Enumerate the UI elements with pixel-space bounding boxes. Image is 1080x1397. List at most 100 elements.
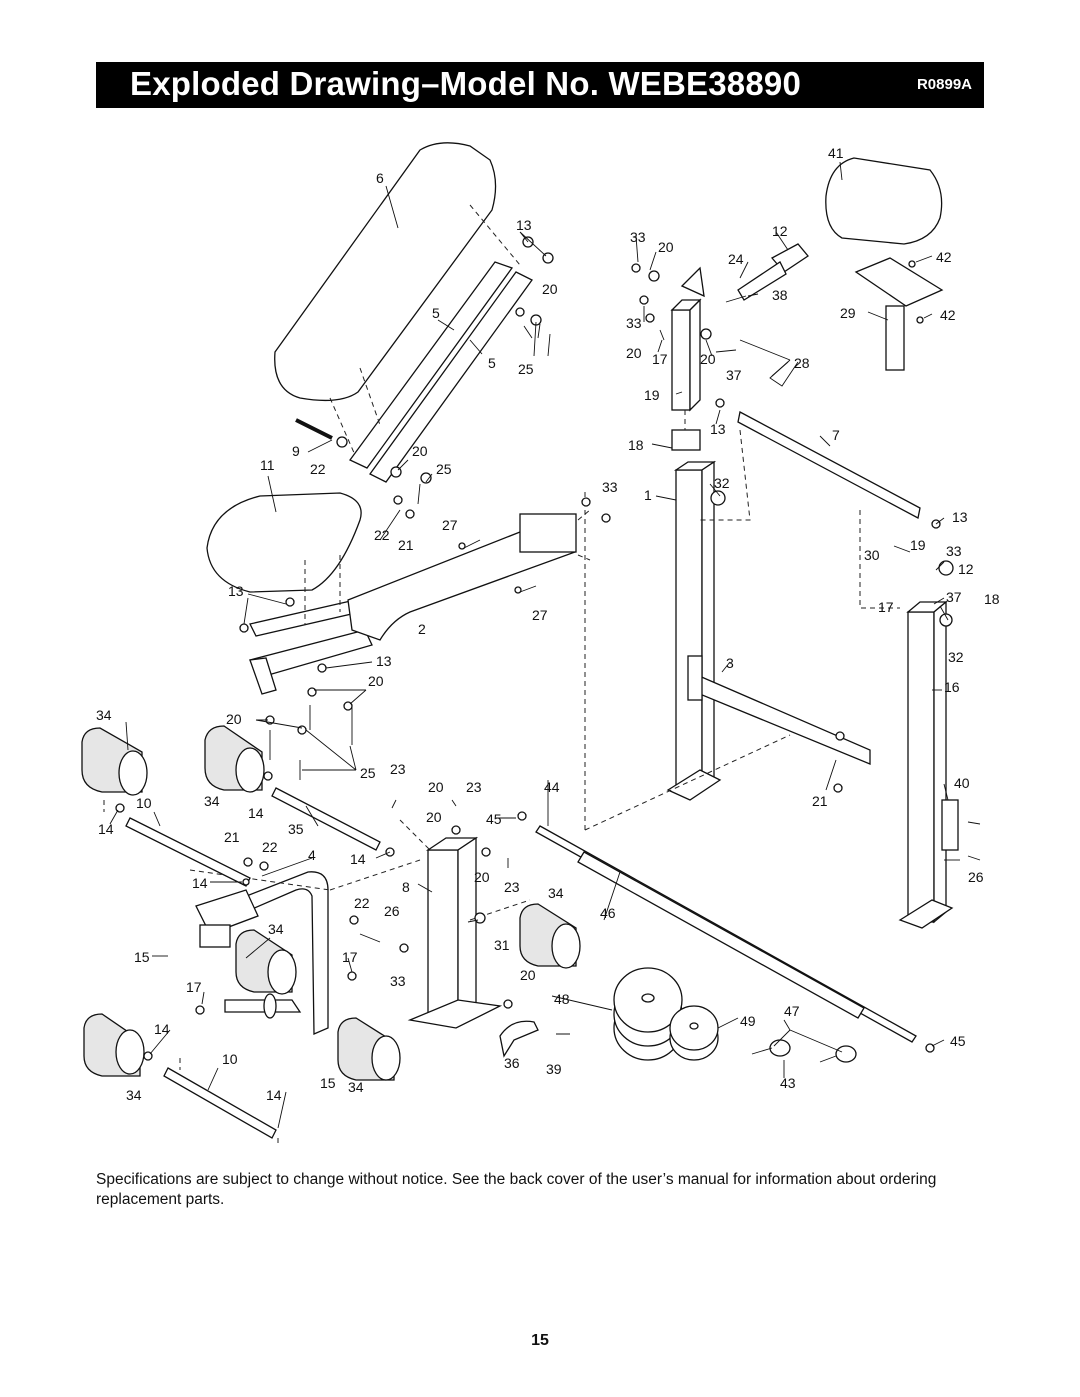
callout-22: 22 (374, 527, 390, 543)
callout-21: 21 (224, 829, 240, 845)
callout-45: 45 (486, 811, 502, 827)
specifications-note: Specifications are subject to change wit… (96, 1171, 937, 1208)
callout-21: 21 (398, 537, 414, 553)
callout-20: 20 (412, 443, 428, 459)
callout-15: 15 (320, 1075, 336, 1091)
drawing-code: R0899A (916, 76, 972, 93)
callout-2: 2 (418, 621, 426, 637)
callout-34: 34 (96, 707, 112, 723)
roller-pad-34-e (337, 1017, 401, 1081)
callout-7: 7 (832, 427, 840, 443)
callout-34: 34 (268, 921, 284, 937)
callout-15: 15 (134, 949, 150, 965)
callout-10: 10 (222, 1051, 238, 1067)
callout-33: 33 (630, 229, 646, 245)
callout-41: 41 (828, 145, 844, 161)
roller-12 (737, 243, 809, 301)
callout-13: 13 (952, 509, 968, 525)
callout-19: 19 (910, 537, 926, 553)
callout-17: 17 (186, 979, 202, 995)
arm-plate-29 (854, 257, 944, 371)
callout-18: 18 (984, 591, 1000, 607)
callout-8: 8 (402, 879, 410, 895)
roller-pad-34-b (204, 725, 265, 793)
callout-30: 30 (864, 547, 880, 563)
callout-46: 46 (600, 905, 616, 921)
callout-12: 12 (958, 561, 974, 577)
callout-4: 4 (308, 847, 316, 863)
callout-9: 9 (292, 443, 300, 459)
pin-28 (739, 339, 799, 387)
callout-25: 25 (360, 765, 376, 781)
callout-5: 5 (488, 355, 496, 371)
weight-plates-49 (669, 1005, 719, 1061)
callout-16: 16 (944, 679, 960, 695)
sleeve-18 (671, 429, 701, 451)
callout-18: 18 (628, 437, 644, 453)
upright-tube-19 (670, 266, 705, 412)
hardware (115, 236, 954, 1061)
callout-13: 13 (710, 421, 726, 437)
callout-26: 26 (384, 903, 400, 919)
callout-31: 31 (494, 937, 510, 953)
roller-tube-10-upper (125, 817, 251, 887)
callout-45: 45 (950, 1033, 966, 1049)
callout-22: 22 (262, 839, 278, 855)
callout-33: 33 (602, 479, 618, 495)
callout-34: 34 (204, 793, 220, 809)
upright-left (666, 460, 722, 801)
callout-44: 44 (544, 779, 560, 795)
callout-37: 37 (946, 589, 962, 605)
callout-14: 14 (98, 821, 114, 837)
callout-12: 12 (772, 223, 788, 239)
callout-14: 14 (248, 805, 264, 821)
callout-35: 35 (288, 821, 304, 837)
callout-42: 42 (936, 249, 952, 265)
callout-23: 23 (504, 879, 520, 895)
callout-28: 28 (794, 355, 810, 371)
adjustment-bracket (499, 1020, 539, 1058)
callout-34: 34 (348, 1079, 364, 1095)
callout-3: 3 (726, 655, 734, 671)
callout-26: 26 (968, 869, 984, 885)
callout-20: 20 (368, 673, 384, 689)
callout-33: 33 (626, 315, 642, 331)
callout-6: 6 (376, 170, 384, 186)
callout-13: 13 (376, 653, 392, 669)
backrest-pad (274, 142, 497, 402)
callout-21: 21 (812, 793, 828, 809)
roller-pad-34-f (519, 903, 581, 969)
seat-tube (347, 513, 577, 641)
callout-20: 20 (626, 345, 642, 361)
callout-19: 19 (644, 387, 660, 403)
roller-pad-34-d (83, 1013, 145, 1077)
callout-14: 14 (350, 851, 366, 867)
callout-27: 27 (532, 607, 548, 623)
callout-47: 47 (784, 1003, 800, 1019)
callout-1: 1 (644, 487, 652, 503)
title-bar: Exploded Drawing–Model No. WEBE38890 R08… (96, 62, 984, 108)
callout-20: 20 (658, 239, 674, 255)
callout-34: 34 (548, 885, 564, 901)
callout-14: 14 (266, 1087, 282, 1103)
callout-32: 32 (948, 649, 964, 665)
callout-11: 11 (260, 457, 275, 473)
callout-29: 29 (840, 305, 856, 321)
roller-tube-35 (271, 787, 381, 851)
callout-20: 20 (426, 809, 442, 825)
callout-23: 23 (390, 761, 406, 777)
callout-25: 25 (518, 361, 534, 377)
callout-20: 20 (700, 351, 716, 367)
cross-tube-3 (687, 655, 871, 765)
leader-lines (109, 161, 960, 1129)
callout-17: 17 (878, 599, 894, 615)
callout-33: 33 (390, 973, 406, 989)
callout-49: 49 (740, 1013, 756, 1029)
callout-33: 33 (946, 543, 962, 559)
bracket-40 (941, 799, 959, 851)
roller-pad-34-c (235, 929, 297, 995)
callout-14: 14 (192, 875, 208, 891)
callout-20: 20 (474, 869, 490, 885)
callout-10: 10 (136, 795, 152, 811)
